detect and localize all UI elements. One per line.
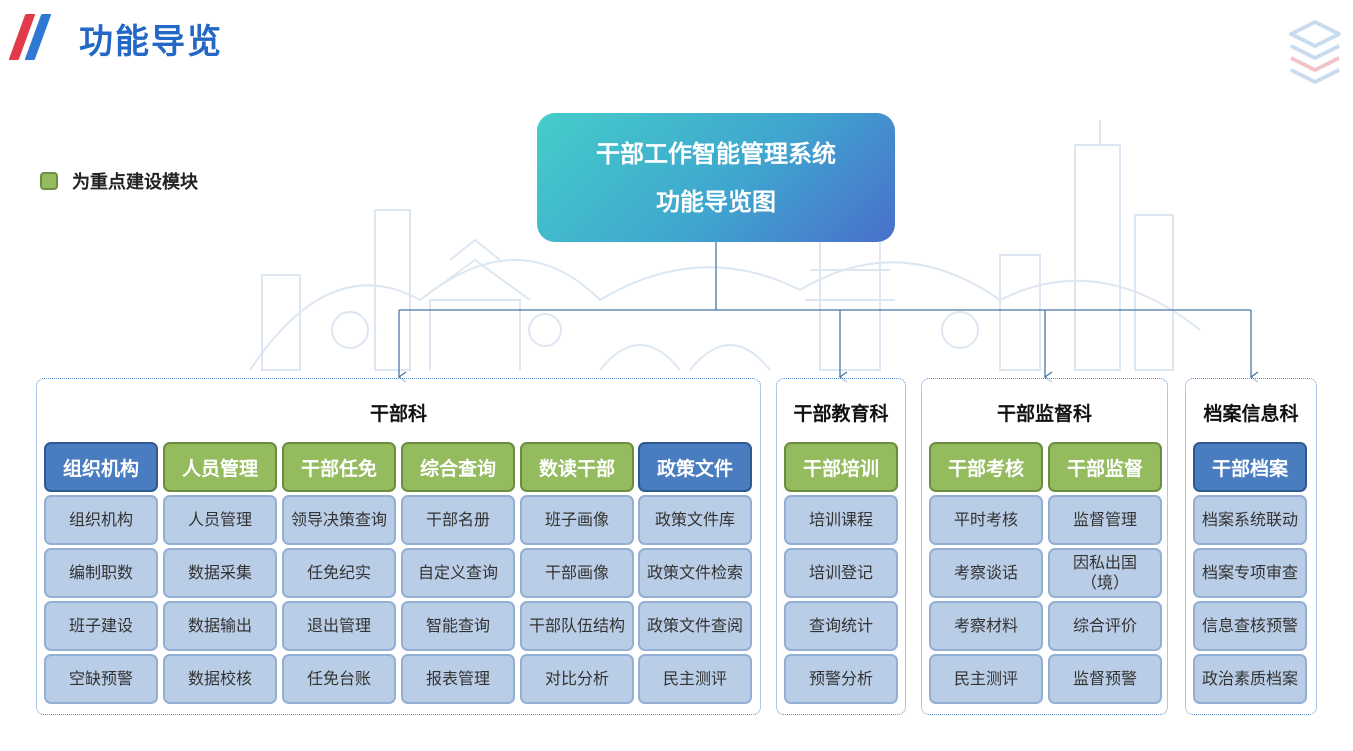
page-title: 功能导览	[79, 22, 223, 62]
function-item[interactable]: 因私出国（境）	[1048, 548, 1162, 598]
function-item[interactable]: 考察材料	[929, 601, 1043, 651]
legend-green-swatch	[40, 172, 58, 190]
function-item[interactable]: 数据输出	[163, 601, 277, 651]
function-item[interactable]: 民主测评	[638, 654, 752, 704]
function-item[interactable]: 监督管理	[1048, 495, 1162, 545]
function-item[interactable]: 干部名册	[401, 495, 515, 545]
function-item[interactable]: 政治素质档案	[1193, 654, 1307, 704]
function-item[interactable]: 对比分析	[520, 654, 634, 704]
function-item[interactable]: 政策文件检索	[638, 548, 752, 598]
module-header[interactable]: 组织机构	[44, 442, 158, 492]
dept-title: 干部科	[369, 403, 427, 425]
function-item[interactable]: 档案系统联动	[1193, 495, 1307, 545]
function-item[interactable]: 退出管理	[282, 601, 396, 651]
function-item[interactable]: 班子画像	[520, 495, 634, 545]
function-item[interactable]: 组织机构	[44, 495, 158, 545]
function-item[interactable]: 领导决策查询	[282, 495, 396, 545]
function-item[interactable]: 智能查询	[401, 601, 515, 651]
module-header[interactable]: 政策文件	[638, 442, 752, 492]
function-item[interactable]: 政策文件库	[638, 495, 752, 545]
root-title-line1: 干部工作智能管理系统	[596, 139, 836, 168]
function-item[interactable]: 数据校核	[163, 654, 277, 704]
legend-label: 为重点建设模块	[72, 172, 198, 193]
dept-title: 档案信息科	[1203, 403, 1299, 425]
function-item[interactable]: 监督预警	[1048, 654, 1162, 704]
root-node: 干部工作智能管理系统 功能导览图	[537, 113, 895, 242]
function-item[interactable]: 班子建设	[44, 601, 158, 651]
function-item[interactable]: 数据采集	[163, 548, 277, 598]
function-item[interactable]: 任免纪实	[282, 548, 396, 598]
function-item[interactable]: 查询统计	[784, 601, 898, 651]
function-item[interactable]: 档案专项审查	[1193, 548, 1307, 598]
root-title-line2: 功能导览图	[656, 187, 776, 216]
function-item[interactable]: 培训登记	[784, 548, 898, 598]
function-item[interactable]: 平时考核	[929, 495, 1043, 545]
module-header[interactable]: 干部任免	[282, 442, 396, 492]
function-item[interactable]: 干部画像	[520, 548, 634, 598]
function-item[interactable]: 考察谈话	[929, 548, 1043, 598]
function-item[interactable]: 政策文件查阅	[638, 601, 752, 651]
module-header[interactable]: 干部培训	[784, 442, 898, 492]
function-item[interactable]: 信息查核预警	[1193, 601, 1307, 651]
dept-title: 干部教育科	[793, 403, 889, 425]
function-item[interactable]: 干部队伍结构	[520, 601, 634, 651]
module-header[interactable]: 干部考核	[929, 442, 1043, 492]
function-item[interactable]: 人员管理	[163, 495, 277, 545]
function-item[interactable]: 空缺预警	[44, 654, 158, 704]
function-item[interactable]: 综合评价	[1048, 601, 1162, 651]
function-item[interactable]: 自定义查询	[401, 548, 515, 598]
module-header[interactable]: 数读干部	[520, 442, 634, 492]
function-item[interactable]: 民主测评	[929, 654, 1043, 704]
function-item[interactable]: 报表管理	[401, 654, 515, 704]
function-item[interactable]: 培训课程	[784, 495, 898, 545]
layers-logo-icon	[1289, 20, 1341, 84]
function-item[interactable]: 编制职数	[44, 548, 158, 598]
function-item[interactable]: 预警分析	[784, 654, 898, 704]
legend: 为重点建设模块	[40, 168, 198, 194]
dept-title: 干部监督科	[996, 403, 1092, 425]
module-header[interactable]: 干部档案	[1193, 442, 1307, 492]
module-header[interactable]: 干部监督	[1048, 442, 1162, 492]
module-header[interactable]: 人员管理	[163, 442, 277, 492]
module-header[interactable]: 综合查询	[401, 442, 515, 492]
function-item[interactable]: 任免台账	[282, 654, 396, 704]
